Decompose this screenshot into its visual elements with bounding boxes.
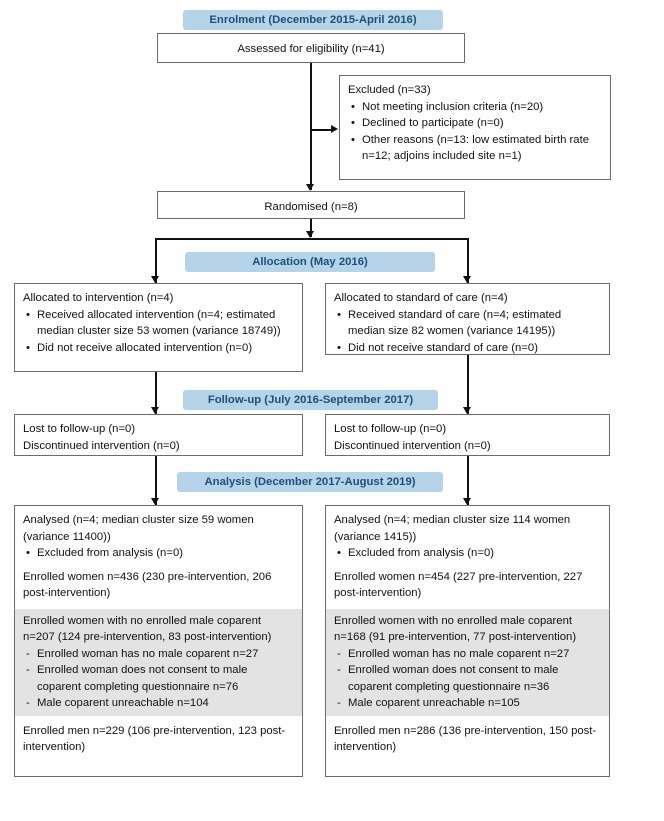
excluded-heading: Excluded (n=33) bbox=[348, 84, 431, 96]
connector-followup-left-to-analysis bbox=[155, 456, 157, 505]
allocation-right-item: Did not receive standard of care (n=0) bbox=[334, 340, 601, 357]
connector-alloc-left-to-followup bbox=[155, 372, 157, 414]
box-analysis-right: Analysed (n=4; median cluster size 114 w… bbox=[325, 505, 610, 777]
stage-label-analysis: Analysis (December 2017-August 2019) bbox=[177, 472, 443, 492]
box-analysis-left: Analysed (n=4; median cluster size 59 wo… bbox=[14, 505, 303, 777]
connector-assessed-to-randomised bbox=[310, 63, 312, 190]
assessed-text: Assessed for eligibility (n=41) bbox=[237, 43, 385, 55]
spacer bbox=[23, 716, 294, 723]
arrowhead-analysis-right bbox=[463, 498, 471, 505]
spacer bbox=[334, 716, 601, 723]
analysis-left-analysed: Analysed (n=4; median cluster size 59 wo… bbox=[23, 514, 254, 543]
allocation-left-list: Received allocated intervention (n=4; es… bbox=[23, 307, 294, 357]
connector-randomised-down bbox=[310, 219, 312, 237]
analysis-right-analysed: Analysed (n=4; median cluster size 114 w… bbox=[334, 514, 571, 543]
box-excluded: Excluded (n=33) Not meeting inclusion cr… bbox=[339, 75, 611, 180]
stage-label-allocation: Allocation (May 2016) bbox=[185, 252, 435, 272]
box-assessed-for-eligibility: Assessed for eligibility (n=41) bbox=[157, 33, 465, 63]
arrowhead-to-randomised bbox=[306, 184, 314, 191]
analysis-right-no-coparent-item: Enrolled woman has no male coparent n=27 bbox=[334, 646, 601, 663]
connector-alloc-right-to-followup bbox=[467, 355, 469, 414]
stage-label-followup: Follow-up (July 2016-September 2017) bbox=[183, 390, 438, 410]
analysis-left-no-coparent-item: Enrolled woman has no male coparent n=27 bbox=[23, 646, 294, 663]
arrowhead-allocation-right bbox=[463, 276, 471, 283]
randomised-text: Randomised (n=8) bbox=[264, 201, 358, 213]
arrowhead-allocation-left bbox=[151, 276, 159, 283]
allocation-left-item: Did not receive allocated intervention (… bbox=[23, 340, 294, 357]
box-followup-left: Lost to follow-up (n=0) Discontinued int… bbox=[14, 414, 303, 456]
allocation-right-heading: Allocated to standard of care (n=4) bbox=[334, 292, 508, 304]
connector-split-left bbox=[155, 238, 157, 283]
arrowhead-randomised-down bbox=[306, 231, 314, 238]
analysis-right-excluded-list: Excluded from analysis (n=0) bbox=[334, 545, 601, 562]
followup-left-lost: Lost to follow-up (n=0) bbox=[23, 423, 136, 435]
allocation-left-item: Received allocated intervention (n=4; es… bbox=[23, 307, 294, 340]
arrowhead-analysis-left bbox=[151, 498, 159, 505]
connector-split-right bbox=[467, 238, 469, 283]
allocation-right-list: Received standard of care (n=4; estimate… bbox=[334, 307, 601, 357]
arrowhead-followup-left bbox=[151, 407, 159, 414]
spacer bbox=[23, 562, 294, 569]
box-followup-right: Lost to follow-up (n=0) Discontinued int… bbox=[325, 414, 610, 456]
connector-followup-right-to-analysis bbox=[467, 456, 469, 505]
analysis-left-enrolled-women: Enrolled women n=436 (230 pre-interventi… bbox=[23, 570, 272, 600]
arrowhead-to-excluded bbox=[331, 125, 338, 133]
box-allocated-intervention: Allocated to intervention (n=4) Received… bbox=[14, 283, 303, 372]
analysis-right-no-coparent-item: Male coparent unreachable n=105 bbox=[334, 695, 601, 712]
analysis-left-no-coparent-list: Enrolled woman has no male coparent n=27… bbox=[23, 646, 294, 712]
connector-to-excluded bbox=[310, 129, 332, 131]
analysis-right-enrolled-men: Enrolled men n=286 (136 pre-intervention… bbox=[334, 724, 597, 754]
spacer bbox=[23, 602, 294, 609]
analysis-left-excluded-item: Excluded from analysis (n=0) bbox=[23, 545, 294, 562]
followup-right-discontinued: Discontinued intervention (n=0) bbox=[334, 439, 491, 452]
analysis-left-no-coparent-item: Enrolled woman does not consent to male … bbox=[23, 662, 294, 695]
arrowhead-followup-right bbox=[463, 407, 471, 414]
stage-label-enrolment: Enrolment (December 2015-April 2016) bbox=[183, 10, 443, 30]
excluded-list: Not meeting inclusion criteria (n=20) De… bbox=[348, 99, 602, 165]
analysis-left-no-coparent-heading: Enrolled women with no enrolled male cop… bbox=[23, 614, 272, 644]
box-randomised: Randomised (n=8) bbox=[157, 191, 465, 219]
excluded-item: Not meeting inclusion criteria (n=20) bbox=[348, 99, 602, 116]
analysis-right-no-coparent-heading: Enrolled women with no enrolled male cop… bbox=[334, 614, 577, 644]
analysis-left-excluded-list: Excluded from analysis (n=0) bbox=[23, 545, 294, 562]
analysis-right-enrolled-women: Enrolled women n=454 (227 pre-interventi… bbox=[334, 570, 583, 600]
allocation-right-item: Received standard of care (n=4; estimate… bbox=[334, 307, 601, 340]
connector-allocation-split bbox=[155, 238, 468, 240]
analysis-left-enrolled-men: Enrolled men n=229 (106 pre-intervention… bbox=[23, 724, 286, 754]
analysis-right-no-coparent-item: Enrolled woman does not consent to male … bbox=[334, 662, 601, 695]
analysis-right-no-coparent-list: Enrolled woman has no male coparent n=27… bbox=[334, 646, 601, 712]
analysis-left-no-coparent-panel: Enrolled women with no enrolled male cop… bbox=[15, 608, 302, 716]
spacer bbox=[334, 602, 601, 609]
allocation-left-heading: Allocated to intervention (n=4) bbox=[23, 292, 174, 304]
followup-left-discontinued: Discontinued intervention (n=0) bbox=[23, 439, 180, 452]
box-allocated-standard-of-care: Allocated to standard of care (n=4) Rece… bbox=[325, 283, 610, 357]
analysis-right-no-coparent-panel: Enrolled women with no enrolled male cop… bbox=[326, 608, 609, 716]
analysis-left-no-coparent-item: Male coparent unreachable n=104 bbox=[23, 695, 294, 712]
followup-right-lost: Lost to follow-up (n=0) bbox=[334, 423, 447, 435]
excluded-item: Other reasons (n=13: low estimated birth… bbox=[348, 132, 602, 165]
analysis-right-excluded-item: Excluded from analysis (n=0) bbox=[334, 545, 601, 562]
spacer bbox=[334, 562, 601, 569]
excluded-item: Declined to participate (n=0) bbox=[348, 115, 602, 132]
